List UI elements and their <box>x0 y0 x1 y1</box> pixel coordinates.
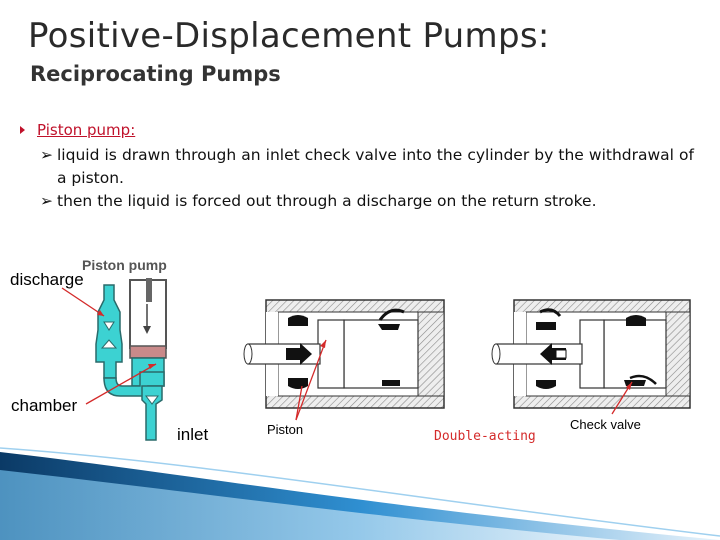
label-discharge: discharge <box>10 270 84 289</box>
slide-title: Positive-Displacement Pumps: <box>28 16 550 56</box>
bullet-piston-pump: Piston pump: <box>20 121 135 139</box>
piston-pump-caption: Piston pump <box>82 257 167 273</box>
sub-bullet-2: ➢ then the liquid is forced out through … <box>40 190 694 213</box>
label-double-acting: Double-acting <box>434 429 536 444</box>
label-check-valve: Check valve <box>570 417 641 432</box>
double-acting-cylinder-left <box>243 299 445 421</box>
sub-bullet-text: then the liquid is forced out through a … <box>57 192 597 210</box>
label-chamber: chamber <box>11 396 78 415</box>
piston-head <box>129 345 167 359</box>
chevron-right-icon: ➢ <box>40 192 53 210</box>
bullet-label: Piston pump: <box>37 121 136 139</box>
label-piston: Piston <box>267 422 304 437</box>
chevron-right-icon: ➢ <box>40 146 53 164</box>
slide-subtitle: Reciprocating Pumps <box>30 62 281 86</box>
triangle-right-icon <box>20 125 25 134</box>
piston-pump-drawing <box>61 278 167 441</box>
piston-body <box>343 319 419 389</box>
double-acting-cylinder-right <box>491 299 691 415</box>
decorative-swoosh <box>0 447 720 540</box>
label-inlet: inlet <box>177 425 209 444</box>
sub-bullet-text: liquid is drawn through an inlet check v… <box>57 146 694 187</box>
sub-bullet-1: ➢ liquid is drawn through an inlet check… <box>40 144 694 190</box>
piston-body <box>579 319 605 389</box>
